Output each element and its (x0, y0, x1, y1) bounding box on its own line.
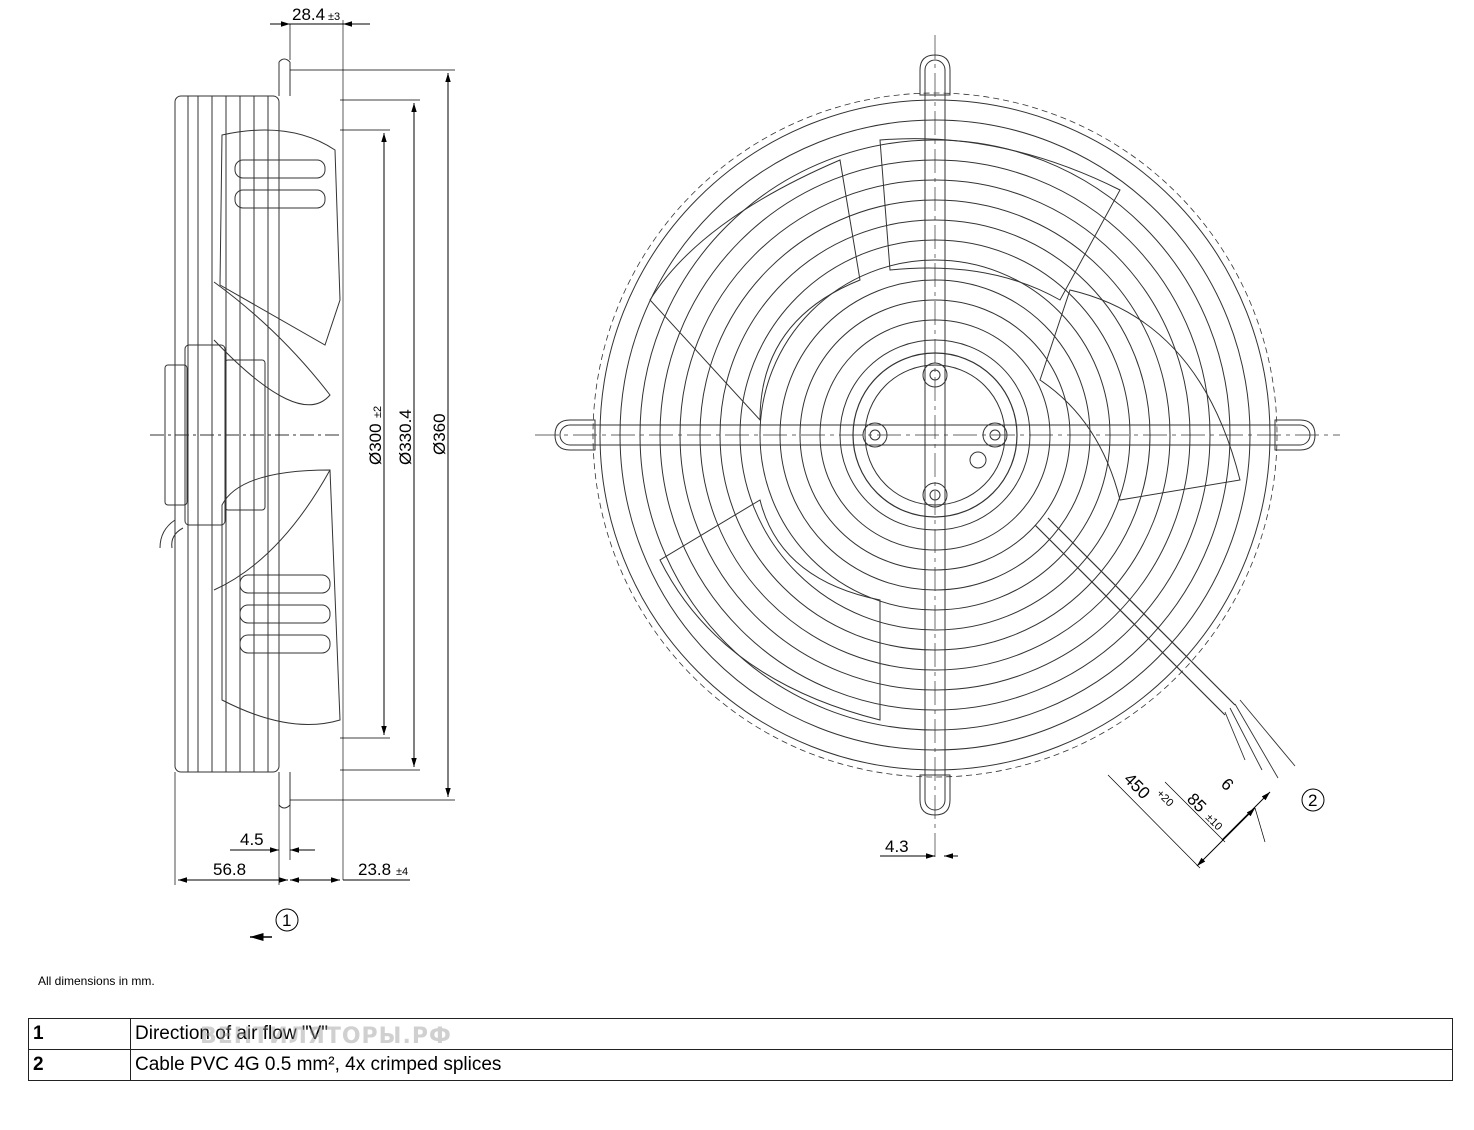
legend-row: 1 Direction of air flow "V" (28, 1018, 1453, 1050)
guard-bar-vertical (924, 59, 946, 811)
units-note: All dimensions in mm. (38, 974, 155, 988)
dim-top-offset: 28.4 (292, 5, 325, 24)
blade-3 (649, 159, 861, 422)
dim-23-8-tol: ±4 (396, 866, 408, 878)
dim-cable-len: 450 (1120, 769, 1153, 802)
legend-row: 2 Cable PVC 4G 0.5 mm², 4x crimped splic… (28, 1049, 1453, 1081)
guard-ring-outer (599, 99, 1271, 771)
blade-2 (1039, 289, 1241, 501)
dim-cable-len-tol: +20 (1154, 788, 1176, 810)
guard-frame (174, 95, 280, 773)
mounting-lug-bottom (278, 772, 291, 809)
dim-d300: Ø300 (366, 423, 385, 465)
blade-upper (219, 129, 341, 346)
callout-1-circle (275, 908, 299, 932)
dim-strip-end: 6 (1217, 774, 1237, 794)
cable-exit (159, 519, 184, 549)
legend-text: Cable PVC 4G 0.5 mm², 4x crimped splices (130, 1049, 1453, 1081)
dim-d330: Ø330.4 (396, 409, 415, 465)
cable (1034, 524, 1226, 716)
watermark: ВЕНТИЛЯТОРЫ.РФ (200, 1024, 452, 1049)
side-view (150, 20, 344, 880)
cable-wires (1224, 699, 1296, 779)
dim-d360: Ø360 (430, 413, 449, 455)
dim-56-8: 56.8 (213, 860, 246, 879)
front-view (535, 35, 1340, 860)
dim-strip-len-tol: ±10 (1203, 812, 1224, 833)
dim-4-5: 4.5 (240, 830, 264, 849)
dim-23-8: 23.8 (358, 860, 391, 879)
outer-ring (592, 92, 1278, 778)
mounting-lug-top (278, 58, 291, 96)
tab-top (919, 54, 951, 96)
tab-left (554, 419, 596, 451)
legend-num: 1 (28, 1018, 131, 1050)
dim-top-offset-tol: ±3 (328, 11, 340, 23)
tab-right (1274, 419, 1316, 451)
dim-strip-len: 85 (1183, 789, 1210, 816)
callout-1: 1 (282, 911, 291, 930)
hub (852, 352, 1018, 518)
technical-drawing: 28.4 ±3 Ø300 ±2 Ø330.4 Ø360 4.5 56.8 23.… (150, 5, 1340, 942)
blade-4 (659, 499, 881, 721)
legend-table: 1 Direction of air flow "V" 2 Cable PVC … (28, 1018, 1453, 1081)
callout-2: 2 (1308, 791, 1317, 810)
dim-d300-tol: ±2 (372, 406, 384, 418)
tab-bottom (919, 774, 951, 816)
dim-4-3: 4.3 (885, 837, 909, 856)
callout-2-circle (1301, 788, 1325, 812)
guard-bar-horizontal (559, 424, 1311, 446)
legend-num: 2 (28, 1049, 131, 1081)
legend-text: Direction of air flow "V" (130, 1018, 1453, 1050)
blade-lower (221, 469, 341, 725)
blade-1 (879, 138, 1121, 301)
